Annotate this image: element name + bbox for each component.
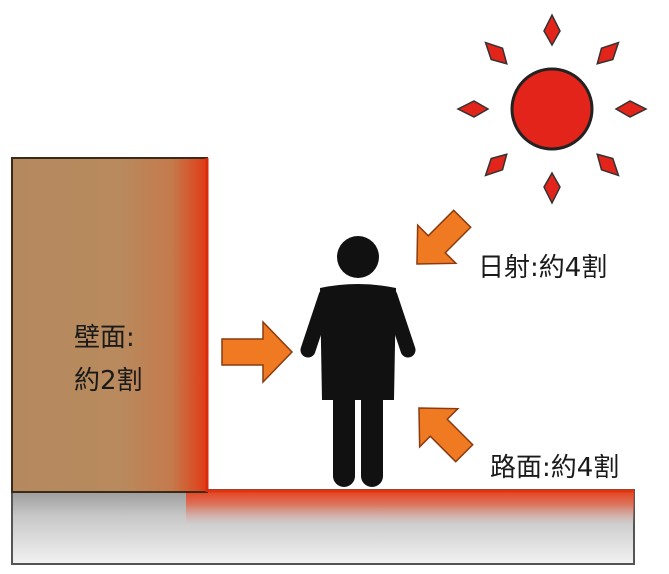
- wall-label-line1: 壁面:: [74, 323, 135, 353]
- road-label: 路面:約4割: [490, 453, 620, 483]
- wall-heat-arrow: [221, 320, 294, 384]
- wall-block: [11, 157, 209, 493]
- sun-icon: [456, 13, 648, 205]
- road-surface: [11, 489, 635, 565]
- person-icon: [300, 236, 416, 487]
- solar-heat-arrow-shape: [416, 209, 472, 265]
- wall-label-line2: 約2割: [74, 366, 143, 396]
- solar-label: 日射:約4割: [478, 253, 608, 283]
- road-heat-arrow: [418, 407, 474, 463]
